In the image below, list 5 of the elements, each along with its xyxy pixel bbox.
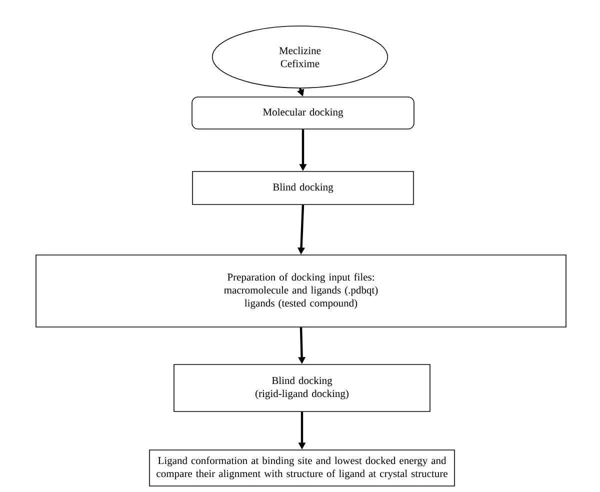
process-box: Blind docking (rigid-ligand docking)	[174, 364, 430, 412]
process-box: Ligand conformation at binding site and lowest docked energy and compare their alignment with structure of ligand at crystal structure	[149, 450, 455, 486]
process-box: Blind docking	[192, 171, 414, 205]
process-box: Molecular docking	[192, 96, 414, 130]
process-box: Preparation of docking input files: macromolecule and ligands (.pdbqt) ligands (tested compound)	[36, 254, 566, 328]
